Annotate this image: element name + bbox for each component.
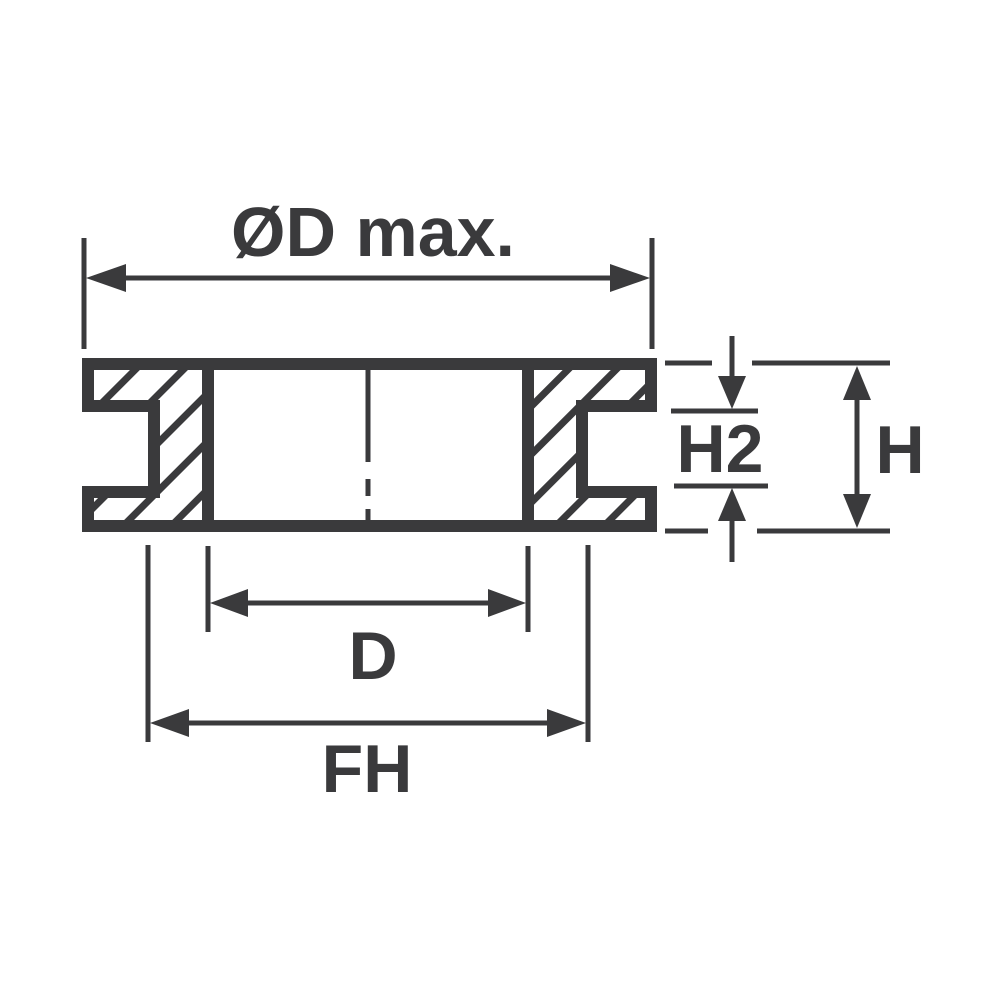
right-flange-section	[522, 358, 657, 532]
dim-fixing-hole: FH	[145, 545, 591, 807]
dim-inner-diameter: D	[205, 546, 531, 694]
arrowhead-left-icon	[150, 709, 189, 737]
label-inner-diameter: D	[348, 618, 397, 694]
dim-overall-height: H	[665, 360, 925, 534]
dim-outer-diameter: ØD max.	[81, 193, 655, 349]
arrowhead-right-icon	[610, 264, 650, 292]
label-outer-diameter: ØD max.	[231, 193, 515, 271]
arrowhead-left-icon	[210, 589, 248, 617]
label-overall-height: H	[875, 412, 924, 488]
arrowhead-left-icon	[86, 264, 126, 292]
label-slot-height: H2	[677, 411, 764, 487]
grommet-body	[82, 358, 657, 532]
left-flange-section	[82, 358, 214, 532]
arrowhead-down-icon	[718, 376, 746, 409]
arrowhead-down-icon	[843, 494, 871, 528]
label-fixing-hole: FH	[322, 731, 413, 807]
arrowhead-right-icon	[488, 589, 526, 617]
dim-slot-height: H2	[671, 336, 768, 562]
arrowhead-right-icon	[547, 709, 586, 737]
arrowhead-up-icon	[843, 366, 871, 400]
arrowhead-up-icon	[718, 488, 746, 521]
